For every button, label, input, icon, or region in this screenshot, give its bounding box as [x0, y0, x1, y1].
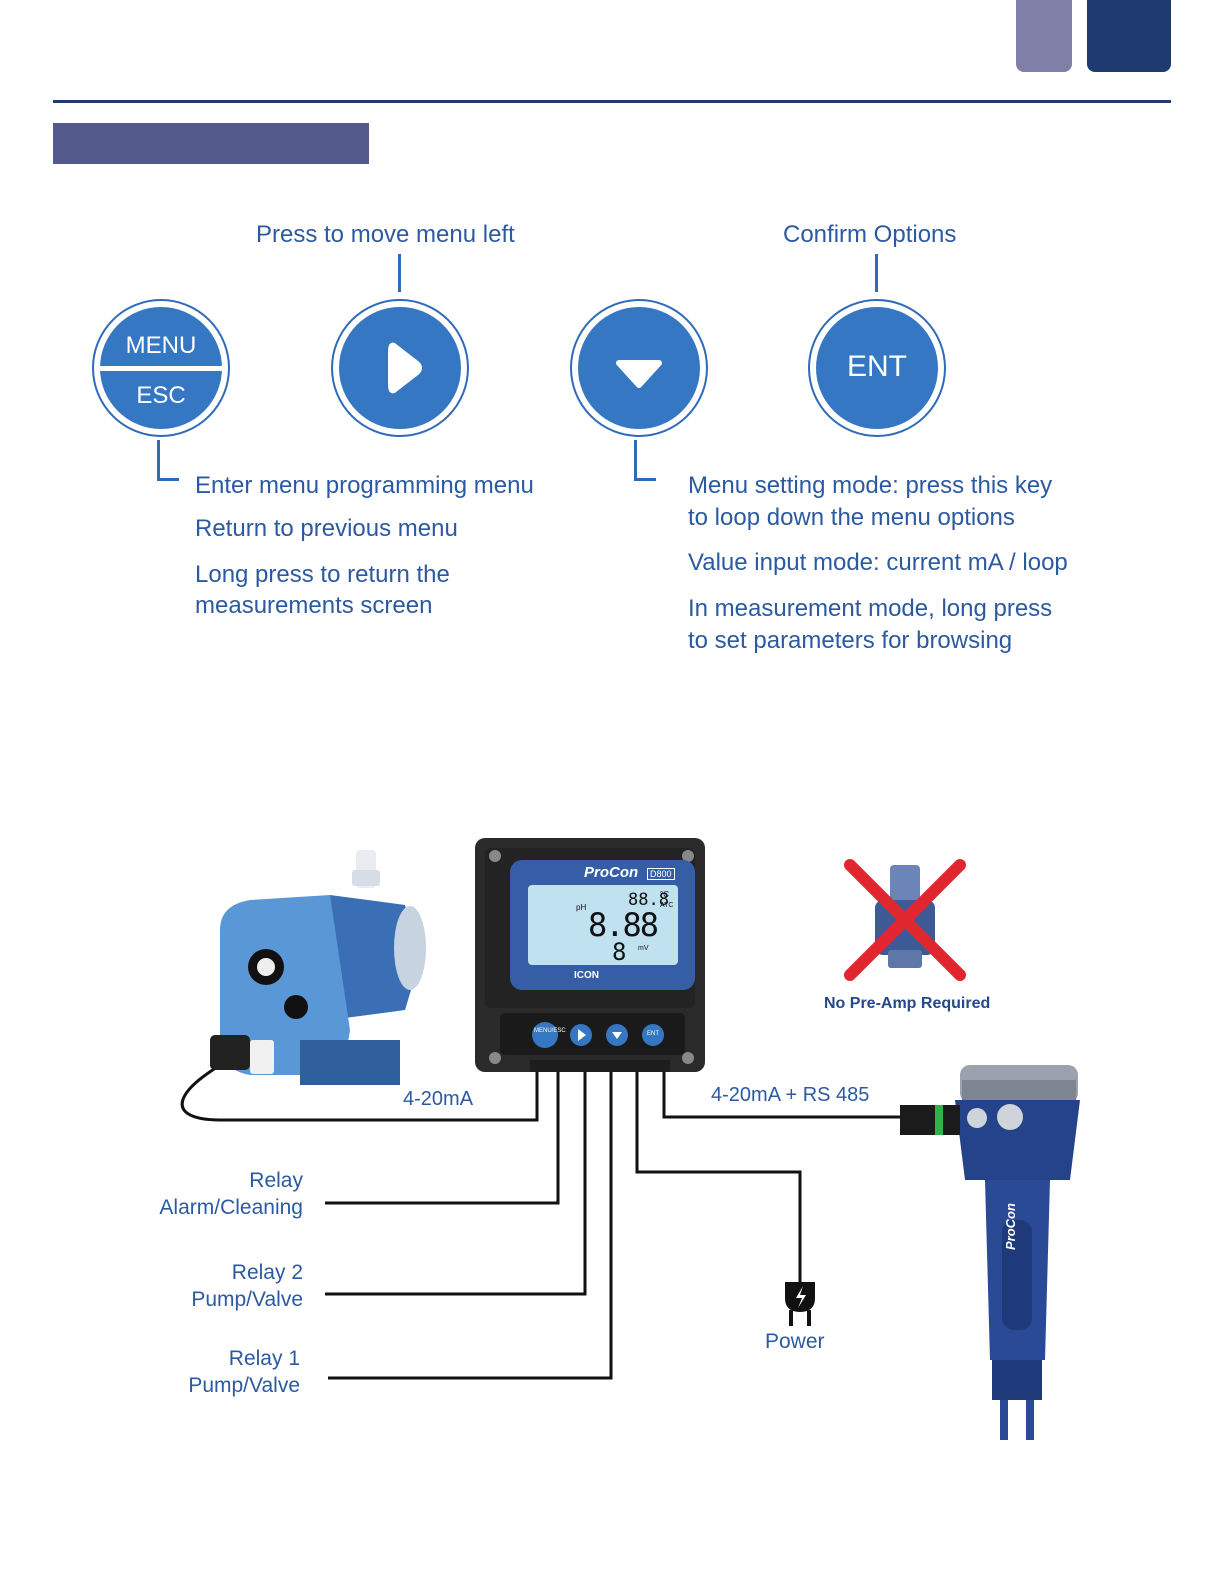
controller-footer-brand: ICON [574, 970, 599, 981]
lcd-ph: pH [576, 903, 586, 912]
relay-alarm-label: Relay Alarm/Cleaning [120, 1167, 303, 1221]
relay1-line2: Pump/Valve [117, 1372, 300, 1399]
lcd-temp-units: °C [660, 890, 669, 899]
controller-brand: ProCon [584, 864, 638, 881]
pump-link-label: 4-20mA [403, 1088, 473, 1111]
sensor-link-label: 4-20mA + RS 485 [711, 1084, 869, 1107]
lcd-mv: mV [638, 945, 649, 952]
relay1-wire [328, 1070, 611, 1378]
relay1-label: Relay 1 Pump/Valve [117, 1345, 300, 1399]
panel-ent-key: ENT [644, 1031, 662, 1037]
relay-alarm-line1: Relay [120, 1167, 303, 1194]
controller-model: D800 [647, 868, 675, 880]
dosing-pump [210, 850, 426, 1085]
sensor-brand: ProCon [1003, 1203, 1018, 1250]
power-label: Power [765, 1330, 825, 1354]
relay2-line1: Relay 2 [120, 1259, 303, 1286]
relay2-label: Relay 2 Pump/Valve [120, 1259, 303, 1313]
relay2-line2: Pump/Valve [120, 1286, 303, 1313]
relay-alarm-line2: Alarm/Cleaning [120, 1194, 303, 1221]
lcd-bottom-value: 8 [612, 938, 626, 966]
preamp-crossed [850, 865, 960, 975]
no-preamp-label: No Pre-Amp Required [824, 995, 990, 1013]
sensor-probe [900, 1065, 1080, 1440]
panel-menu-key: MENU/ESC [534, 1027, 556, 1035]
relay1-line1: Relay 1 [117, 1345, 300, 1372]
lcd-atc: ATC [660, 902, 673, 909]
power-plug-icon [785, 1282, 815, 1326]
